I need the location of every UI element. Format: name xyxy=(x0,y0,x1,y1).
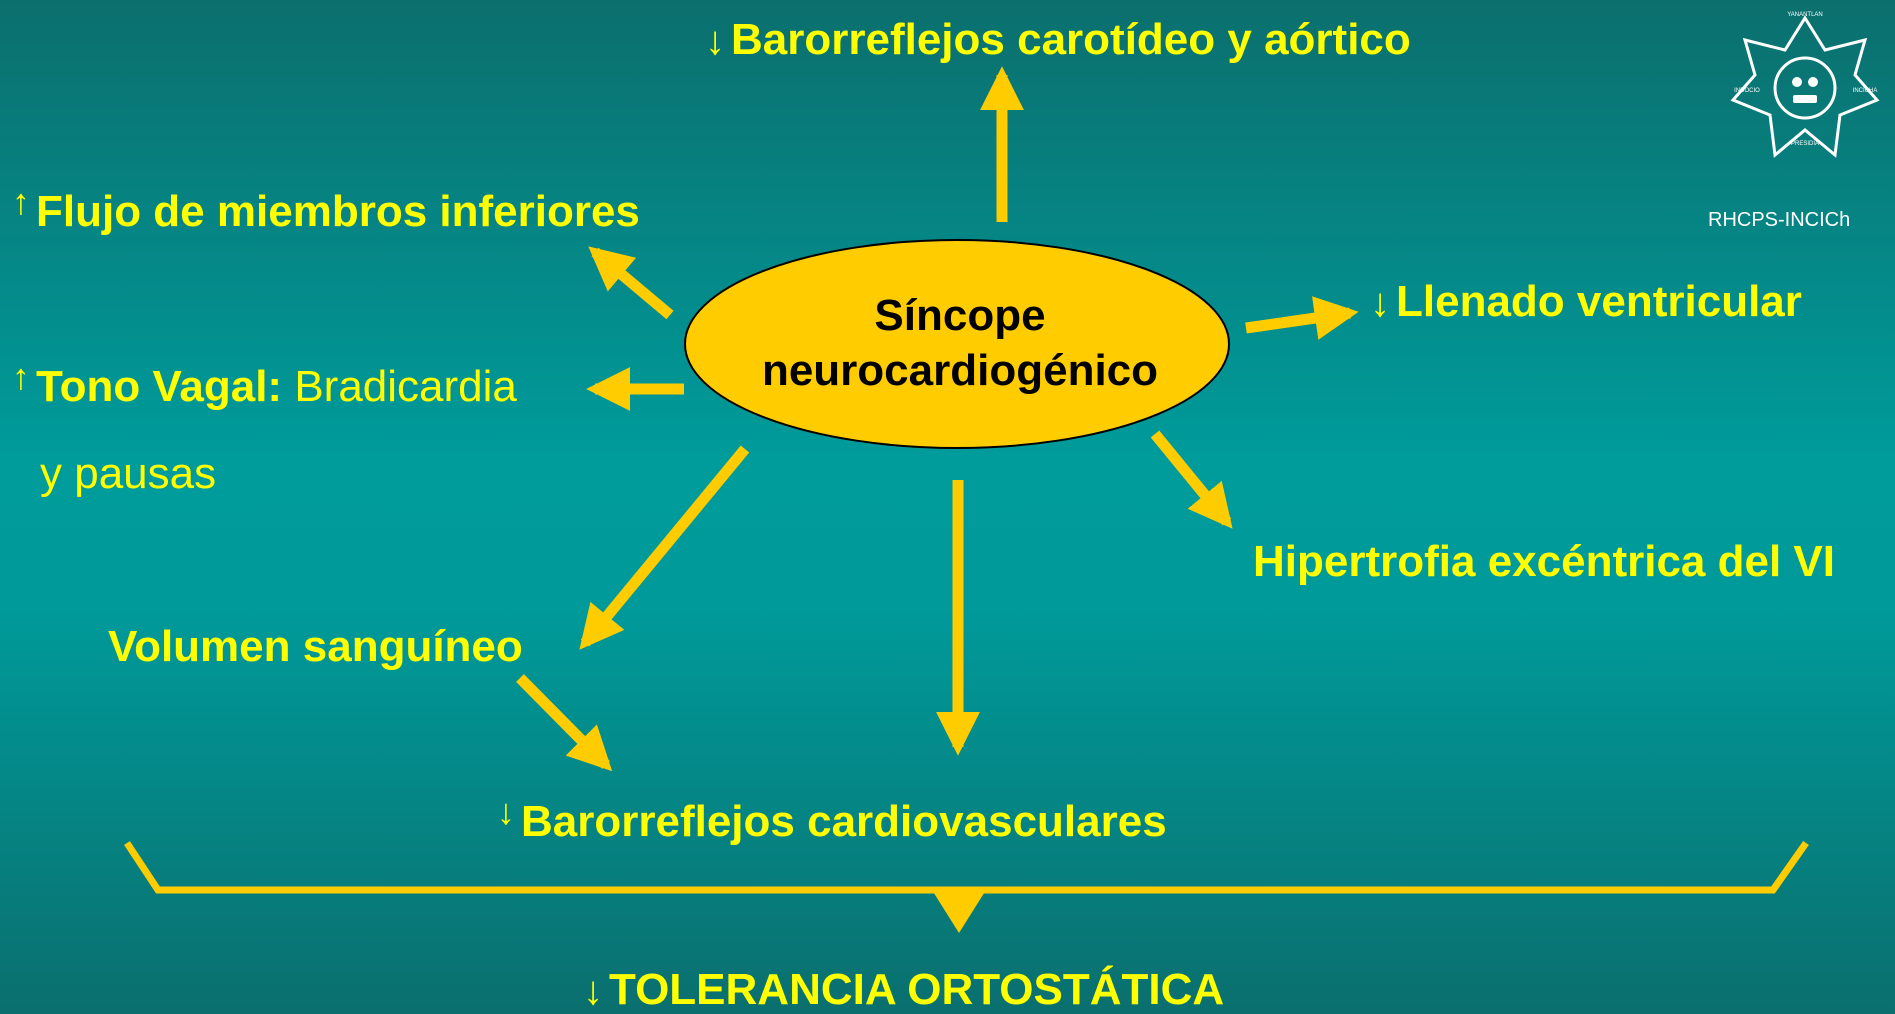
summary-bracket xyxy=(124,840,1809,894)
label-blood-volume: Volumen sanguíneo xyxy=(108,622,523,671)
arrow-to-blood-volume xyxy=(579,445,750,650)
label-vagal-line2: y pausas xyxy=(40,449,217,498)
logo-text-right: INCICHA xyxy=(1853,88,1878,94)
aztec-sun-stone-logo-icon: YANANTLAN INDOCIO INCICHA PRESIDÍA xyxy=(1730,12,1880,158)
bracket-pointer xyxy=(932,890,986,933)
center-line2: neurocardiogénico xyxy=(761,346,1159,395)
center-line1: Síncope xyxy=(874,291,1046,340)
arrow-to-hypertrophy xyxy=(1150,430,1233,529)
label-ventricular-filling: ↓Llenado ventricular xyxy=(1370,277,1802,326)
arrow-to-ventricular-filling xyxy=(1245,296,1359,340)
label-vagal: ↑Tono Vagal: Bradicardia xyxy=(12,356,517,411)
logo-text-top: YANANTLAN xyxy=(1787,12,1823,18)
label-hypertrophy: Hipertrofia excéntrica del VI xyxy=(1253,537,1835,586)
center-ellipse xyxy=(684,239,1230,449)
watermark-text: RHCPS-INCICh xyxy=(1708,209,1851,231)
arrow-volume-to-baroreflex-cv xyxy=(516,674,613,772)
label-tolerance: ↓TOLERANCIA ORTOSTÁTICA xyxy=(583,965,1225,1014)
logo-text-bottom: PRESIDÍA xyxy=(1791,140,1819,147)
center-label: Síncope neurocardiogénico xyxy=(685,288,1235,398)
label-flow-legs: ↑Flujo de miembros inferiores xyxy=(12,181,640,236)
label-baroreflex-cv: ↓Barorreflejos cardiovasculares xyxy=(497,791,1167,846)
arrow-to-flow-legs xyxy=(588,246,674,320)
label-baroreflex-top: ↓Barorreflejos carotídeo y aórtico xyxy=(705,15,1411,64)
logo-text-left: INDOCIO xyxy=(1734,88,1760,94)
